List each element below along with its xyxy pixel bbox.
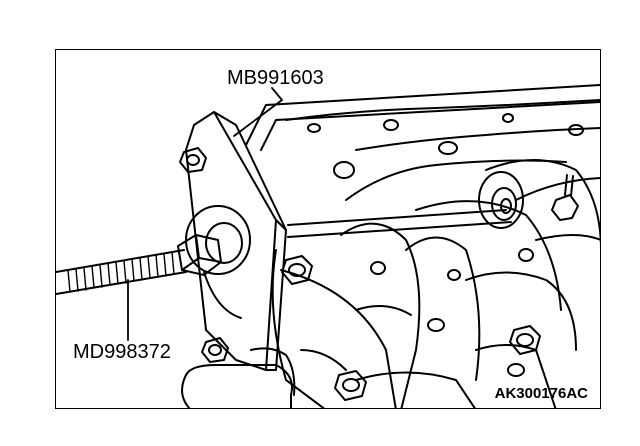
figure-id: AK300176AC <box>494 385 588 402</box>
plate-boss-rim <box>203 271 242 319</box>
crank-hole <box>518 248 534 262</box>
crank-web-3 <box>405 236 481 381</box>
crank-hole <box>447 269 461 281</box>
crank-web-4 <box>415 200 562 311</box>
block-hole <box>333 161 355 179</box>
long-shaft-line <box>287 209 507 226</box>
tool-plate <box>185 111 287 371</box>
block-hole <box>568 124 584 136</box>
block-contour-2 <box>515 177 600 201</box>
crank-web-5 <box>485 159 600 251</box>
block-ridge <box>355 127 600 151</box>
long-shaft-line-2 <box>287 221 512 238</box>
thread-pattern <box>67 251 175 293</box>
figure-frame: MB991603 MD998372 AK300176AC <box>55 49 601 409</box>
block-contour-1 <box>345 159 567 201</box>
block-hole <box>502 113 514 123</box>
block-hole <box>383 119 399 131</box>
crank-web-7 <box>355 305 412 316</box>
plate-boss-inner <box>205 222 243 264</box>
callout-mb991603: MB991603 <box>227 67 324 89</box>
crank-hole <box>507 363 525 377</box>
crank-web-2 <box>340 222 421 408</box>
crank-nose <box>185 364 293 408</box>
crank-web-10 <box>300 349 347 371</box>
bolt-icon <box>179 147 207 173</box>
bolt-icon <box>281 255 313 285</box>
leader-top <box>233 87 283 137</box>
bolt-icon <box>509 325 541 355</box>
crank-web-6 <box>535 234 600 241</box>
crank-nose-front <box>181 374 191 408</box>
rear-hub-inner <box>491 187 517 221</box>
callout-md998372: MD998372 <box>73 341 171 363</box>
bolt-icon <box>201 337 229 363</box>
block-hole <box>438 141 458 155</box>
block-upper-face <box>285 99 600 121</box>
rear-hub-outer <box>478 171 524 229</box>
puller-nut <box>177 234 222 276</box>
bolt-icon <box>551 174 579 221</box>
threaded-rod <box>56 249 187 295</box>
rear-hub-core <box>500 198 512 214</box>
engine-illustration <box>56 84 600 408</box>
bolt-icon <box>334 370 367 401</box>
crank-hole <box>427 318 445 332</box>
crank-nose-ring <box>250 347 296 396</box>
crank-web-8 <box>465 271 577 351</box>
block-hole <box>307 123 321 133</box>
block-top-edge-inner <box>260 101 600 151</box>
lower-contour <box>355 371 476 408</box>
crank-hole <box>370 261 386 275</box>
block-top-edge <box>245 84 600 146</box>
